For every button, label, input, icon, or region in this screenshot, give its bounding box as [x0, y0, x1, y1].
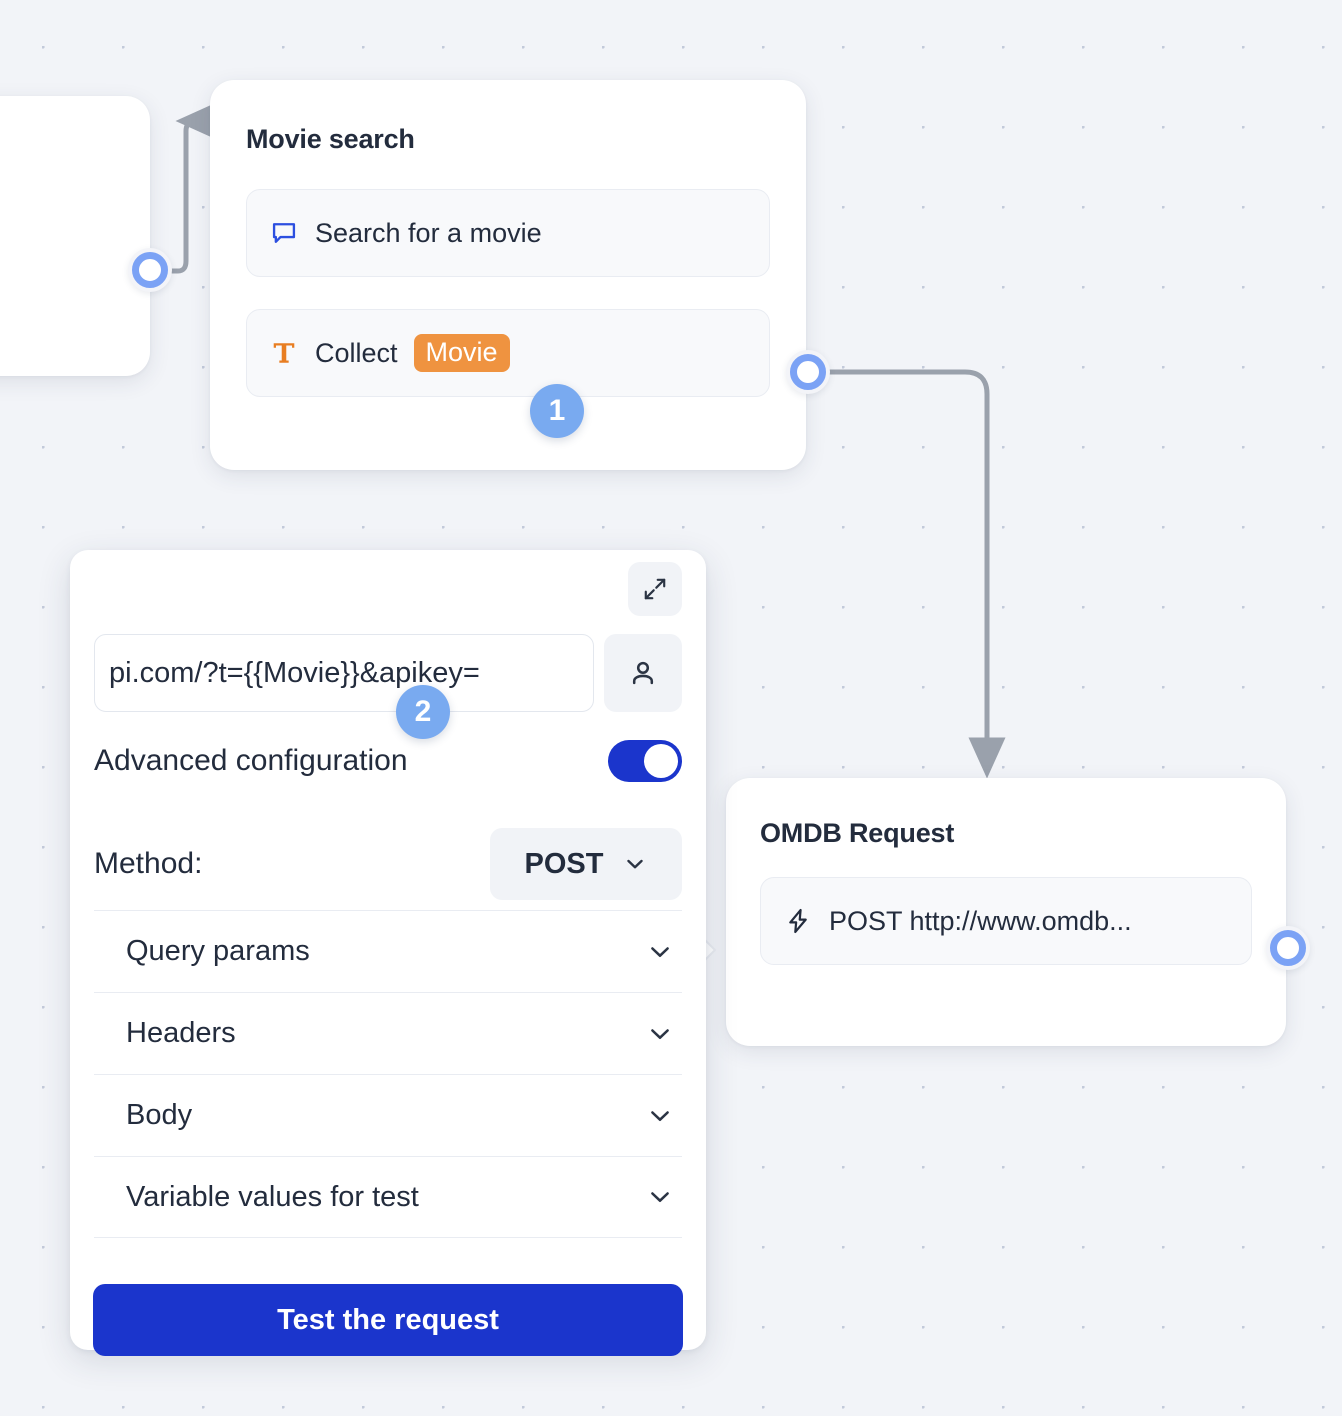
- node-movie-search-title: Movie search: [246, 124, 415, 154]
- section-label: Body: [126, 1099, 193, 1131]
- node-row-post-request[interactable]: POST http://www.omdb...: [760, 877, 1252, 965]
- config-sections-accordion: Query params Headers Body Variable value…: [94, 910, 682, 1238]
- chevron-down-icon: [651, 946, 669, 957]
- movie-search-output-port[interactable]: [786, 350, 830, 394]
- advanced-configuration-toggle[interactable]: [608, 740, 682, 782]
- section-label: Query params: [126, 935, 310, 967]
- method-row: Method: POST: [94, 828, 682, 900]
- url-row: pi.com/?t={{Movie}}&apikey=: [94, 634, 682, 712]
- person-icon: [632, 661, 654, 685]
- chevron-down-icon: [651, 1192, 669, 1203]
- node-row-label-prefix: Collect: [315, 337, 398, 368]
- toggle-knob: [644, 744, 678, 778]
- section-variable-values-for-test[interactable]: Variable values for test: [94, 1156, 682, 1238]
- expand-diagonal-icon: [644, 578, 666, 600]
- node-omdb-request[interactable]: OMDB Request POST http://www.omdb...: [726, 778, 1286, 1046]
- method-select-value: POST: [524, 847, 604, 880]
- node-omdb-request-title: OMDB Request: [760, 818, 955, 848]
- partial-node-card[interactable]: [0, 96, 150, 376]
- advanced-configuration-label: Advanced configuration: [94, 744, 408, 777]
- test-the-request-button[interactable]: Test the request: [93, 1284, 683, 1356]
- node-row-collect-movie[interactable]: Collect Movie: [246, 309, 770, 397]
- section-headers[interactable]: Headers: [94, 992, 682, 1074]
- section-label: Variable values for test: [126, 1180, 419, 1213]
- section-label: Headers: [126, 1017, 236, 1049]
- node-row-label: POST http://www.omdb...: [829, 905, 1132, 936]
- left-card-output-port[interactable]: [128, 248, 172, 292]
- connector-movie-to-omdb: [825, 369, 1006, 779]
- method-select[interactable]: POST: [490, 828, 682, 900]
- url-person-button[interactable]: [604, 634, 682, 712]
- request-url-field[interactable]: pi.com/?t={{Movie}}&apikey=: [94, 634, 594, 712]
- omdb-output-port[interactable]: [1266, 926, 1310, 970]
- chat-bubble-icon: [269, 218, 299, 248]
- section-query-params[interactable]: Query params: [94, 910, 682, 992]
- connector-left-to-movie: [169, 102, 217, 274]
- advanced-configuration-row: Advanced configuration: [94, 740, 682, 782]
- node-row-search-for-a-movie[interactable]: Search for a movie: [246, 189, 770, 277]
- section-body[interactable]: Body: [94, 1074, 682, 1156]
- chevron-down-icon: [627, 859, 644, 869]
- chevron-down-icon: [651, 1110, 669, 1121]
- method-label: Method:: [94, 847, 203, 880]
- text-field-icon: [269, 338, 299, 368]
- node-row-label: Search for a movie: [315, 217, 542, 248]
- step-badge-2: 2: [396, 685, 450, 739]
- expand-panel-button[interactable]: [628, 562, 682, 616]
- chevron-down-icon: [651, 1028, 669, 1039]
- variable-chip-movie[interactable]: Movie: [413, 333, 510, 373]
- lightning-bolt-icon: [783, 906, 813, 936]
- node-movie-search[interactable]: Movie search Search for a movie Collect …: [210, 80, 806, 470]
- step-badge-1: 1: [530, 384, 584, 438]
- request-config-panel[interactable]: pi.com/?t={{Movie}}&apikey= Advanced con…: [70, 550, 706, 1350]
